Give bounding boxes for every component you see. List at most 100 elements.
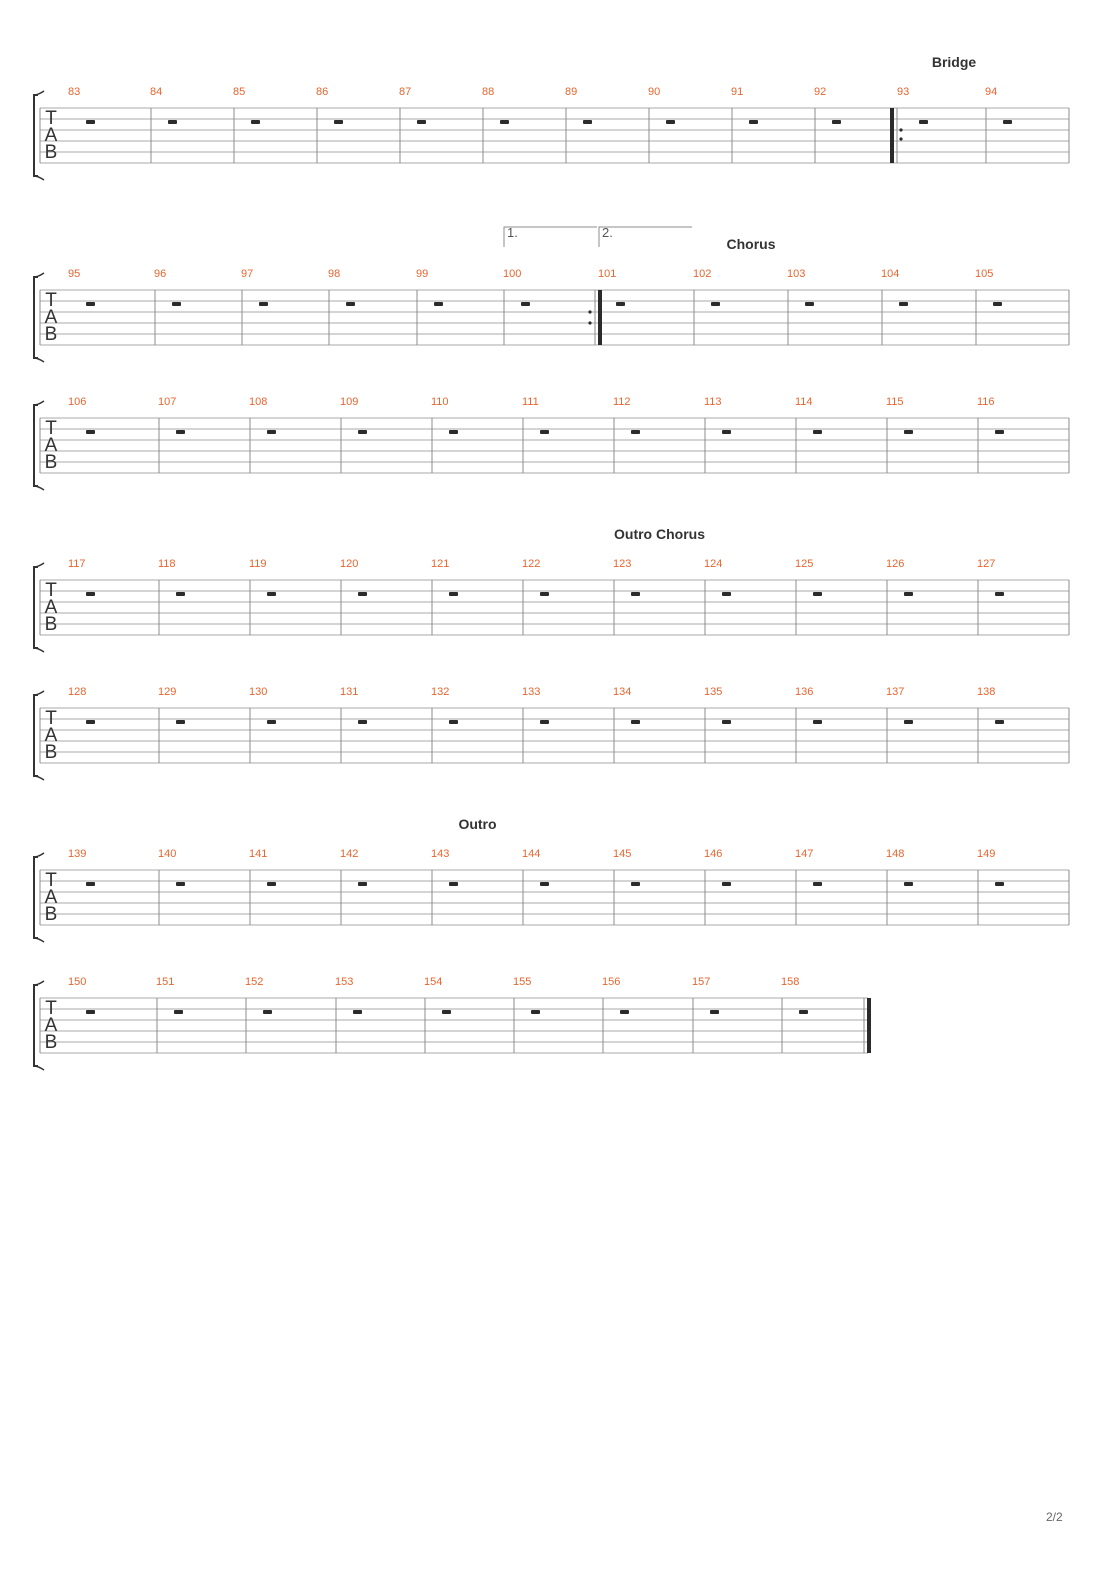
bracket-top-hook	[33, 400, 45, 406]
measure-number: 148	[886, 848, 904, 860]
measure-number: 91	[731, 86, 743, 98]
whole-rest-icon	[832, 120, 841, 124]
tab-clef-letter: A	[45, 307, 58, 328]
measure-number: 125	[795, 558, 813, 570]
whole-rest-icon	[1003, 120, 1012, 124]
whole-rest-icon	[722, 430, 731, 434]
system-bracket	[33, 856, 38, 939]
whole-rest-icon	[631, 720, 640, 724]
measure-number: 127	[977, 558, 995, 570]
tab-clef-letter: B	[45, 142, 58, 163]
tab-clef-letter: T	[45, 108, 57, 129]
measure-number: 90	[648, 86, 660, 98]
whole-rest-icon	[259, 302, 268, 306]
whole-rest-icon	[540, 882, 549, 886]
measure-number: 131	[340, 686, 358, 698]
bracket-bottom-hook	[33, 175, 45, 181]
measure-number: 86	[316, 86, 328, 98]
bracket-top-hook	[33, 272, 45, 278]
measure-number: 111	[522, 396, 539, 408]
measure-number: 85	[233, 86, 245, 98]
measure-number: 147	[795, 848, 813, 860]
whole-rest-icon	[346, 302, 355, 306]
bracket-bottom-hook	[33, 485, 45, 491]
measure-number: 130	[249, 686, 267, 698]
bracket-top-hook	[33, 562, 45, 568]
whole-rest-icon	[500, 120, 509, 124]
whole-rest-icon	[899, 302, 908, 306]
whole-rest-icon	[172, 302, 181, 306]
measure-number: 124	[704, 558, 722, 570]
tab-clef-letter: T	[45, 290, 57, 311]
whole-rest-icon	[631, 592, 640, 596]
section-label: Outro	[458, 816, 496, 832]
measure-number: 129	[158, 686, 176, 698]
measure-number: 137	[886, 686, 904, 698]
tab-clef-letter: A	[45, 887, 58, 908]
whole-rest-icon	[417, 120, 426, 124]
whole-rest-icon	[358, 592, 367, 596]
measure-number: 139	[68, 848, 86, 860]
whole-rest-icon	[176, 882, 185, 886]
tab-clef-letter: B	[45, 742, 58, 763]
whole-rest-icon	[434, 302, 443, 306]
tab-clef-letter: B	[45, 324, 58, 345]
repeat-start-thick-barline	[890, 108, 894, 163]
page-number: 2/2	[1046, 1510, 1063, 1524]
measure-number: 154	[424, 976, 442, 988]
whole-rest-icon	[176, 720, 185, 724]
measure-number: 114	[795, 396, 813, 408]
whole-rest-icon	[993, 302, 1002, 306]
whole-rest-icon	[616, 302, 625, 306]
whole-rest-icon	[711, 302, 720, 306]
whole-rest-icon	[904, 720, 913, 724]
whole-rest-icon	[995, 430, 1004, 434]
whole-rest-icon	[267, 430, 276, 434]
whole-rest-icon	[995, 882, 1004, 886]
final-thick-barline	[867, 998, 871, 1053]
measure-number: 104	[881, 268, 899, 280]
system-bracket	[33, 566, 38, 649]
system-bracket	[33, 276, 38, 359]
whole-rest-icon	[86, 430, 95, 434]
whole-rest-icon	[263, 1010, 272, 1014]
measure-number: 126	[886, 558, 904, 570]
repeat-end-thick-barline	[598, 290, 602, 345]
whole-rest-icon	[995, 720, 1004, 724]
section-label: Outro Chorus	[614, 526, 705, 542]
tab-clef-letter: T	[45, 580, 57, 601]
measure-number: 119	[249, 558, 267, 570]
tab-clef-letter: T	[45, 998, 57, 1019]
whole-rest-icon	[449, 882, 458, 886]
whole-rest-icon	[805, 302, 814, 306]
measure-number: 144	[522, 848, 540, 860]
measure-number: 110	[431, 396, 449, 408]
bracket-top-hook	[33, 852, 45, 858]
bracket-bottom-hook	[33, 647, 45, 653]
tab-clef-letter: A	[45, 725, 58, 746]
system-bracket	[33, 404, 38, 487]
whole-rest-icon	[176, 592, 185, 596]
whole-rest-icon	[334, 120, 343, 124]
bracket-top-hook	[33, 690, 45, 696]
bracket-top-hook	[33, 980, 45, 986]
whole-rest-icon	[86, 592, 95, 596]
tab-clef-letter: A	[45, 435, 58, 456]
bracket-bottom-hook	[33, 775, 45, 781]
measure-number: 150	[68, 976, 86, 988]
measure-number: 134	[613, 686, 631, 698]
whole-rest-icon	[799, 1010, 808, 1014]
whole-rest-icon	[86, 120, 95, 124]
measure-number: 153	[335, 976, 353, 988]
tab-clef-letter: A	[45, 1015, 58, 1036]
measure-number: 113	[704, 396, 722, 408]
system-bracket	[33, 94, 38, 177]
whole-rest-icon	[710, 1010, 719, 1014]
tab-clef-letter: T	[45, 418, 57, 439]
whole-rest-icon	[540, 592, 549, 596]
